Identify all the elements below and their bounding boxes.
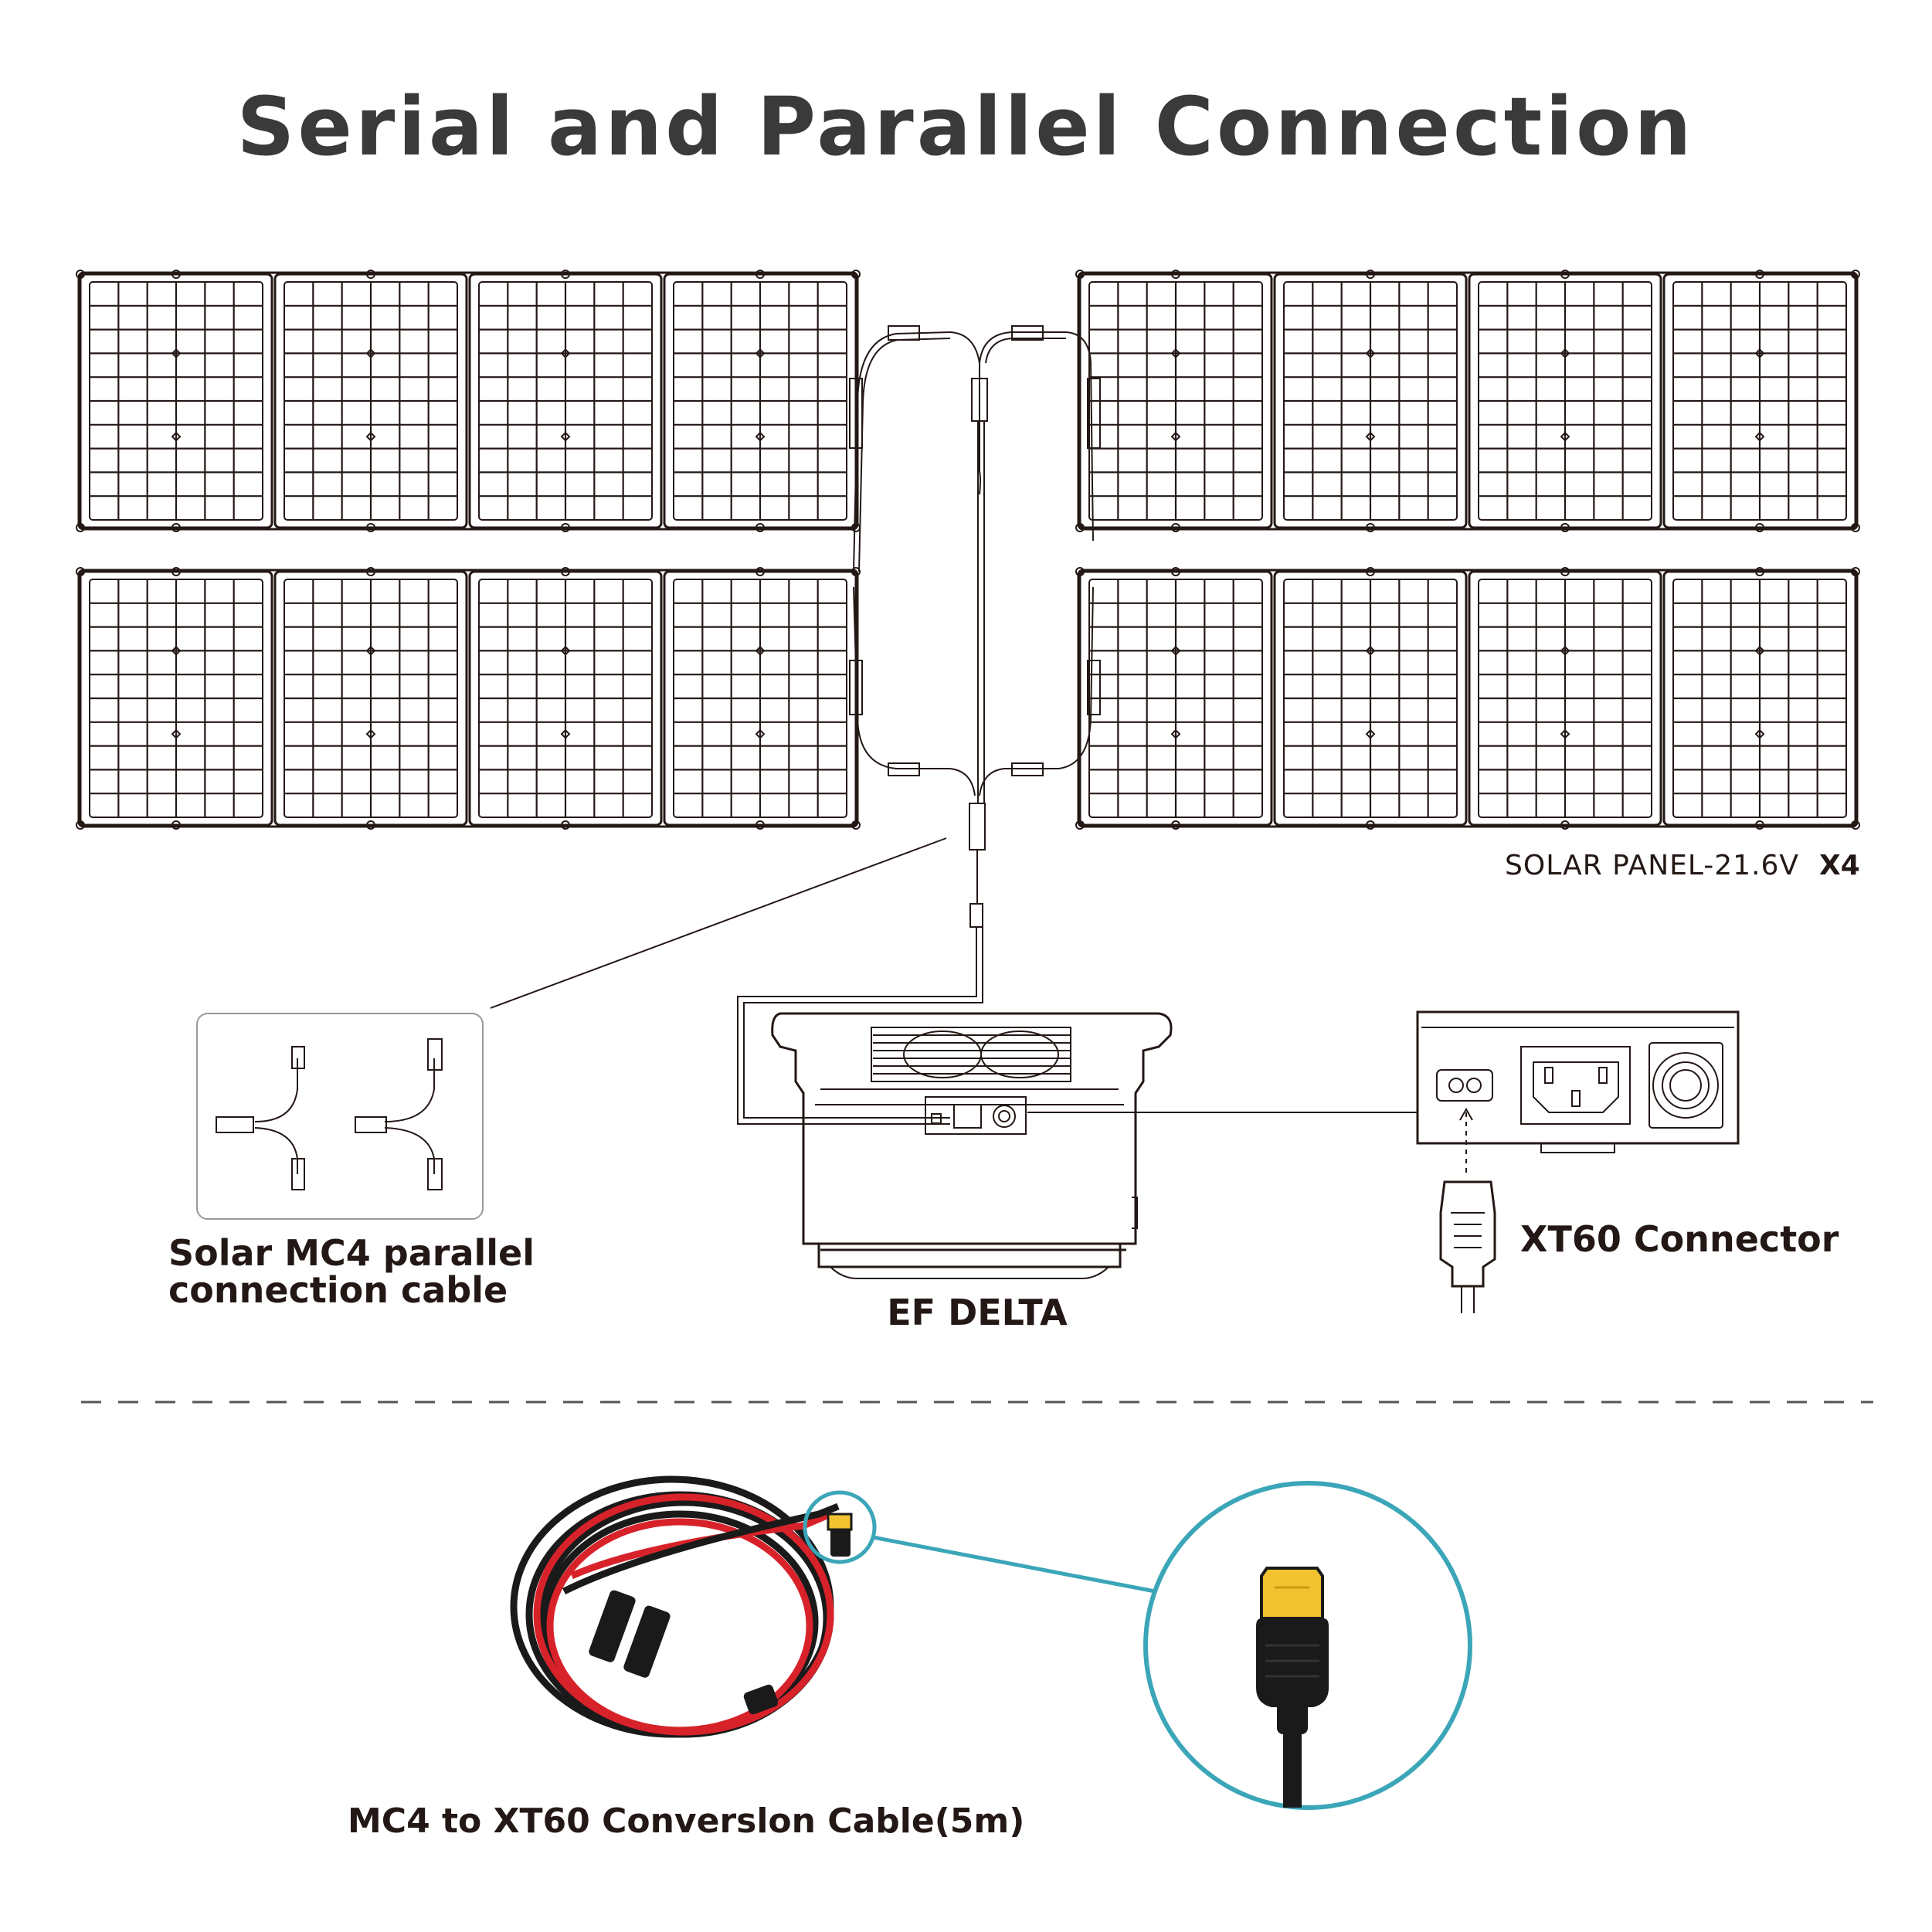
cable-coil-icon [510,1475,853,1738]
ef-delta-label: EF DELTA [887,1292,1068,1333]
solar-panel-label: SOLAR PANEL-21.6V [1505,850,1799,881]
mc4-wiring [490,325,1101,1125]
mc4-cable-label-line2: connection cable [168,1269,508,1311]
solar-panel-icon [76,567,861,830]
xt60-label: XT60 Connector [1520,1218,1839,1260]
zoom-callout [803,1481,1472,1810]
y-branch-cable-icon [216,1038,443,1190]
xt60-port-icon [1416,1010,1740,1313]
mc4-cable-label-line1: Solar MC4 parallel [168,1232,535,1274]
solar-panel-array [76,270,1860,830]
solar-panel-icon [76,270,861,532]
solar-panel-icon [1075,270,1860,532]
page-title: Serial and Parallel Connection [237,80,1695,174]
mc4-parallel-cable-inset [196,1013,484,1220]
solar-panel-icon [1075,567,1860,830]
solar-panel-qty: X4 [1819,850,1860,881]
conversion-cable-label: MC4 to XT60 Converslon Cable(5m) [348,1801,1024,1841]
power-station-icon [771,1012,1173,1279]
xt60-plug-closeup-icon [1256,1567,1329,1808]
